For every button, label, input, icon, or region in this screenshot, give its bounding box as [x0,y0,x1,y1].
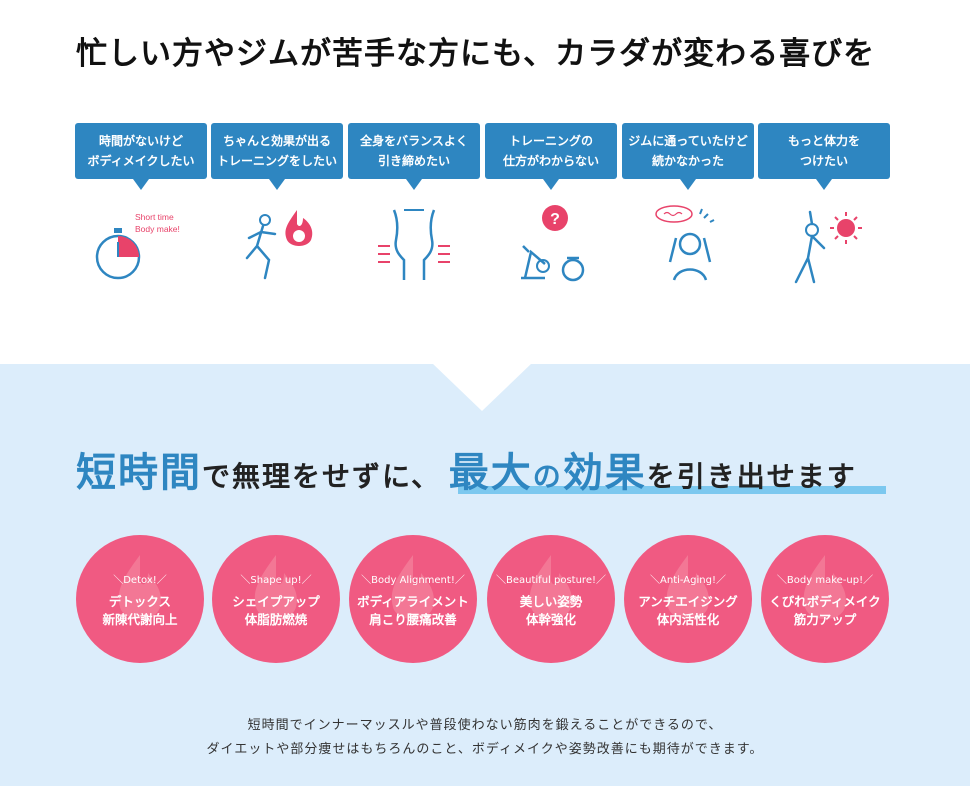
concern-bubble-1: 時間がないけど ボディメイクしたい [75,123,207,190]
benefit-circle-detox: ＼Detox!／ デトックス 新陳代謝向上 [76,535,204,663]
bubble-line: トレーニングをしたい [216,154,337,168]
bubble-line: 続かなかった [651,154,724,168]
bubble-line: ちゃんと効果が出る [222,134,331,148]
question-mark: ? [550,211,560,228]
bubble-line: 引き締めたい [377,154,450,168]
benefit-circle-alignment: ＼Body Alignment!／ ボディアライメント 肩こり腰痛改善 [349,535,477,663]
concern-bubble-4: トレーニングの 仕方がわからない [485,123,617,190]
benefit-circle-body-make-up: ＼Body make-up!／ くびれボディメイク 筋力アップ [761,535,889,663]
body-tighten-icon [378,209,450,280]
description: 短時間でインナーマッスルや普段使わない筋肉を鍛えることができるので、 ダイエット… [0,714,970,762]
concern-bubble-6: もっと体力を つけたい [758,123,890,190]
flame-icon [254,555,297,619]
bubble-line: 仕方がわからない [502,154,599,168]
description-line: ダイエットや部分痩せはもちろんのこと、ボディメイクや姿勢改善にも期待ができます。 [206,742,764,757]
benefit-en: ＼Detox!／ [113,575,167,586]
concern-bubble-3: 全身をバランスよく 引き締めたい [348,123,480,190]
benefit-title: アンチエイジング [638,594,738,609]
bubble-line: トレーニングの [508,134,593,148]
stopwatch-caption: Body make! [135,224,180,234]
flame-icon [666,555,709,619]
benefit-circle-posture: ＼Beautiful posture!／ 美しい姿勢 体幹強化 [487,535,615,663]
tagline-highlight: 短時間 [76,450,202,496]
benefit-subtitle: 体脂肪燃焼 [244,612,308,627]
page-headline: 忙しい方やジムが苦手な方にも、カラダが変わる喜びを [76,36,876,72]
bubble-line: ボディメイクしたい [87,154,195,168]
bubble-line: つけたい [799,154,848,168]
concern-bubble-2: ちゃんと効果が出る トレーニングをしたい [211,123,343,190]
tagline-text: で無理をせずに、 [202,460,442,493]
flame-icon [803,555,846,619]
benefit-circle-anti-aging: ＼Anti-Aging!／ アンチエイジング 体内活性化 [624,535,752,663]
bubble-line: 全身をバランスよく [360,134,468,148]
section-arrow [432,363,532,411]
stretch-sun-icon [794,210,862,284]
benefit-en: ＼Anti-Aging!／ [650,575,726,586]
benefit-en: ＼Body Alignment!／ [361,575,465,586]
bubble-line: ジムに通っていたけど [628,134,748,148]
benefit-subtitle: 筋力アップ [793,612,857,627]
tagline-text: を引き出せます [646,460,857,493]
benefit-subtitle: 肩こり腰痛改善 [369,612,457,627]
benefit-en: ＼Body make-up!／ [776,575,874,586]
benefit-en: ＼Shape up!／ [240,575,312,586]
benefit-title: くびれボディメイク [769,594,881,609]
tagline: 短時間で無理をせずに、 最大の効果を引き出せます [76,440,857,498]
stopwatch-caption: Short time [135,212,174,222]
flame-icon [118,555,161,619]
benefit-title: シェイプアップ [232,594,320,609]
benefit-en: ＼Beautiful posture!／ [496,575,606,586]
tagline-highlight: 最大 [448,450,533,496]
bubble-line: 時間がないけど [98,134,183,148]
concern-bubble-5: ジムに通っていたけど 続かなかった [622,123,754,190]
tagline-underline [458,486,886,494]
benefit-title: 美しい姿勢 [519,594,583,609]
flame-icon [529,555,572,619]
benefit-title: デトックス [108,594,172,609]
flame-icon [391,555,434,619]
question-bike-icon: ? [521,205,585,282]
benefit-subtitle: 新陳代謝向上 [102,612,178,627]
benefit-subtitle: 体幹強化 [525,612,576,627]
tagline-text: の [532,460,563,493]
tagline-highlight: 効果 [562,450,647,496]
stopwatch-icon: Short time Body make! [95,212,180,280]
top-section: 忙しい方やジムが苦手な方にも、カラダが変わる喜びを 時間がないけど ボディメイク… [0,0,970,364]
benefit-title: ボディアライメント [357,594,469,609]
bubble-line: もっと体力を [787,134,860,148]
description-line: 短時間でインナーマッスルや普段使わない筋肉を鍛えることができるので、 [247,718,723,733]
benefit-subtitle: 体内活性化 [656,612,720,627]
benefit-circle-shape-up: ＼Shape up!／ シェイプアップ 体脂肪燃焼 [212,535,340,663]
runner-fire-icon [245,210,313,280]
frustrated-person-icon [655,205,715,281]
